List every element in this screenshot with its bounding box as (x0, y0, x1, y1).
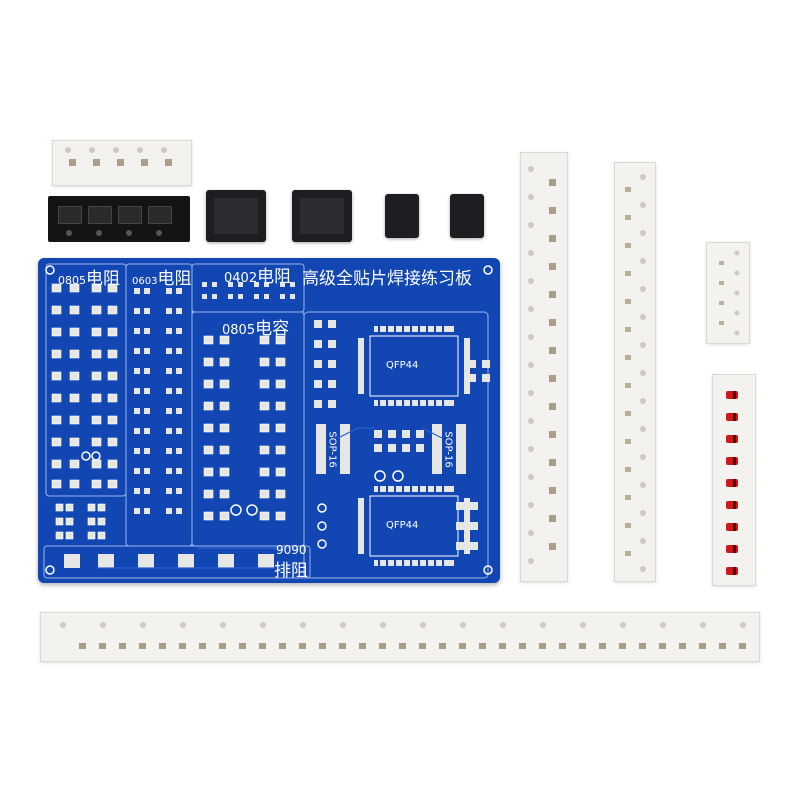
qfp-chip-2 (292, 190, 352, 242)
label-c0805: 0805电容 (222, 314, 289, 339)
short-tape (706, 242, 750, 344)
soldering-practice-pcb: 0805电阻 0603电阻 0402电阻 高级全贴片焊接练习板 0805电容 Q… (38, 258, 500, 583)
vertical-tape-2 (614, 162, 656, 582)
label-rn0606-size: 0606 (276, 542, 307, 556)
label-r0402-kind: 电阻 (257, 267, 292, 287)
label-c0805-kind: 电容 (255, 319, 290, 339)
qfp-chip-1 (206, 190, 266, 242)
label-qfp-bottom: QFP44 (386, 520, 419, 531)
board-title: 高级全贴片焊接练习板 (302, 269, 472, 289)
vertical-tape-1 (520, 152, 568, 582)
label-r0603: 0603电阻 (132, 264, 191, 289)
chip-strip-white (52, 140, 192, 186)
sop-chip-2 (450, 194, 484, 238)
label-r0805-kind: 电阻 (86, 269, 120, 289)
label-r0805-size: 0805 (58, 274, 86, 287)
diode-tape (712, 374, 756, 586)
label-r0603-kind: 电阻 (157, 269, 192, 289)
sot-strip-black (48, 196, 190, 242)
label-r0402-size: 0402 (224, 271, 258, 286)
horizontal-tape (40, 612, 760, 662)
label-sop-right: SOP-16 (442, 431, 454, 468)
label-r0402: 0402电阻 (224, 262, 291, 287)
label-rn0606-kind: 排阻 (274, 561, 308, 581)
label-qfp-top: QFP44 (386, 360, 419, 371)
sop-chip-1 (385, 194, 419, 238)
label-r0805: 0805电阻 (58, 264, 120, 289)
label-sop-left: SOP-16 (326, 431, 338, 468)
pcb-artwork (43, 263, 493, 579)
label-c0805-size: 0805 (222, 323, 256, 338)
label-r0603-size: 0603 (132, 276, 158, 287)
